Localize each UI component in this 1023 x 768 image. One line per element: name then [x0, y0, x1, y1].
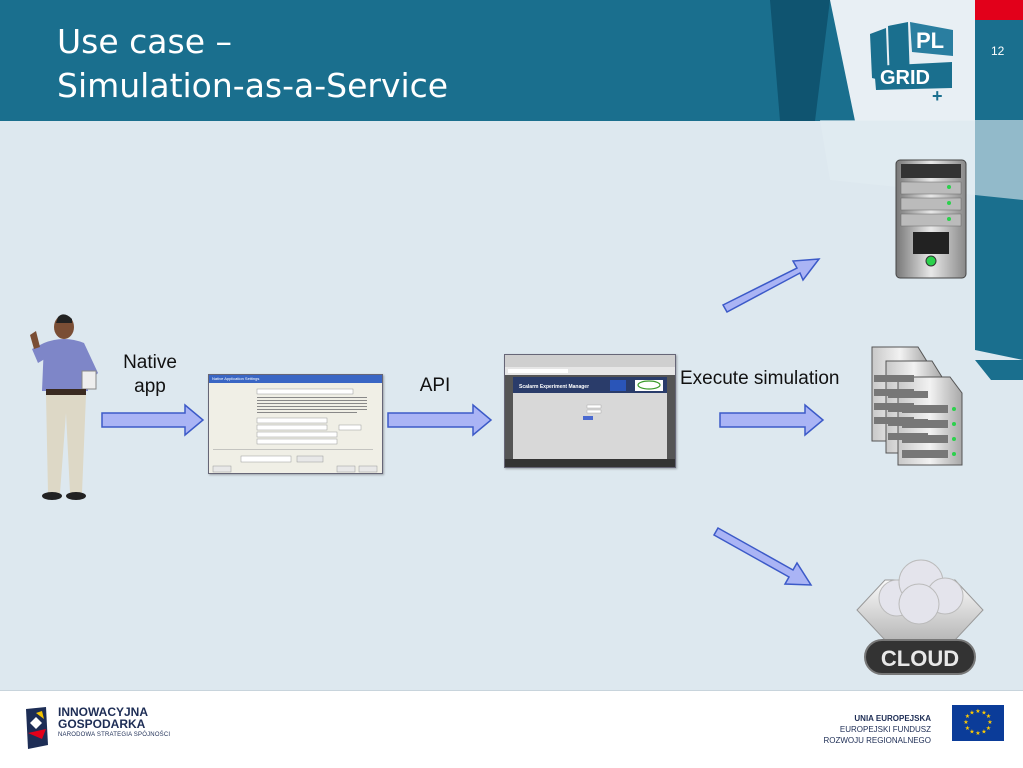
svg-text:★: ★: [986, 725, 991, 732]
eu-line-2: EUROPEJSKI FUNDUSZ: [839, 725, 931, 734]
arrow-to-api: [387, 403, 493, 437]
eu-flag-icon: ★★★★ ★★★★ ★★★★: [952, 705, 1004, 741]
eu-line-3: ROZWOJU REGIONALNEGO: [823, 736, 931, 745]
native-dialog-titlebar: Native Application Settings: [209, 375, 382, 383]
svg-text:★: ★: [986, 713, 991, 720]
cloud-icon: CLOUD: [856, 559, 984, 675]
innowacyjna-gospodarka-logo: [26, 707, 48, 749]
ig-line-3: NARODOWA STRATEGIA SPÓJNOŚCI: [58, 732, 171, 738]
slide-title: Use case – Simulation-as-a-Service: [57, 20, 448, 108]
native-app-label: Native app: [110, 351, 190, 399]
svg-text:★: ★: [981, 729, 986, 736]
cloud-badge-text: CLOUD: [881, 646, 959, 671]
svg-text:★: ★: [987, 719, 992, 726]
native-app-label-line-1: Native: [123, 352, 177, 373]
native-app-dialog-screenshot: Native Application Settings: [208, 374, 383, 474]
innowacyjna-gospodarka-text: INNOWACYJNA GOSPODARKA NARODOWA STRATEGI…: [58, 706, 170, 738]
ig-line-1: INNOWACYJNA: [58, 705, 149, 719]
api-label: API: [419, 375, 451, 396]
svg-text:★: ★: [969, 729, 974, 736]
svg-text:+: +: [932, 86, 943, 104]
plgrid-logo: PL GRID +: [870, 22, 953, 104]
web-app-content: Scalarm Experiment Manager: [505, 355, 675, 467]
arrow-to-server: [721, 258, 821, 314]
svg-text:★: ★: [981, 710, 986, 717]
arrow-to-native-app: [101, 403, 205, 437]
presenter-person-image: [30, 314, 98, 500]
server-icon: [895, 159, 967, 279]
arrow-to-cloud: [712, 526, 813, 586]
arrow-to-cluster: [719, 403, 825, 437]
title-line-2: Simulation-as-a-Service: [57, 66, 449, 105]
eu-line-1: UNIA EUROPEJSKA: [854, 714, 931, 723]
svg-text:GRID: GRID: [880, 67, 930, 89]
web-app-screenshot: Scalarm Experiment Manager: [504, 354, 676, 468]
svg-text:★: ★: [969, 710, 974, 717]
svg-text:PL: PL: [916, 28, 944, 53]
ig-line-2: GOSPODARKA: [58, 717, 146, 731]
svg-text:★: ★: [965, 725, 970, 732]
eu-fund-text: UNIA EUROPEJSKA EUROPEJSKI FUNDUSZ ROZWO…: [823, 713, 931, 746]
web-app-title: Scalarm Experiment Manager: [519, 384, 589, 390]
footer: INNOWACYJNA GOSPODARKA NARODOWA STRATEGI…: [0, 690, 1023, 768]
page-number: 12: [991, 44, 1005, 58]
svg-text:★: ★: [965, 713, 970, 720]
svg-text:★: ★: [963, 719, 968, 726]
execute-simulation-label: Execute simulation: [680, 368, 840, 389]
svg-text:★: ★: [975, 708, 980, 715]
svg-text:★: ★: [975, 730, 980, 737]
native-dialog-content: [209, 376, 382, 473]
title-line-1: Use case –: [57, 22, 232, 61]
server-cluster-icon: [871, 346, 963, 466]
native-app-label-line-2: app: [134, 376, 166, 397]
